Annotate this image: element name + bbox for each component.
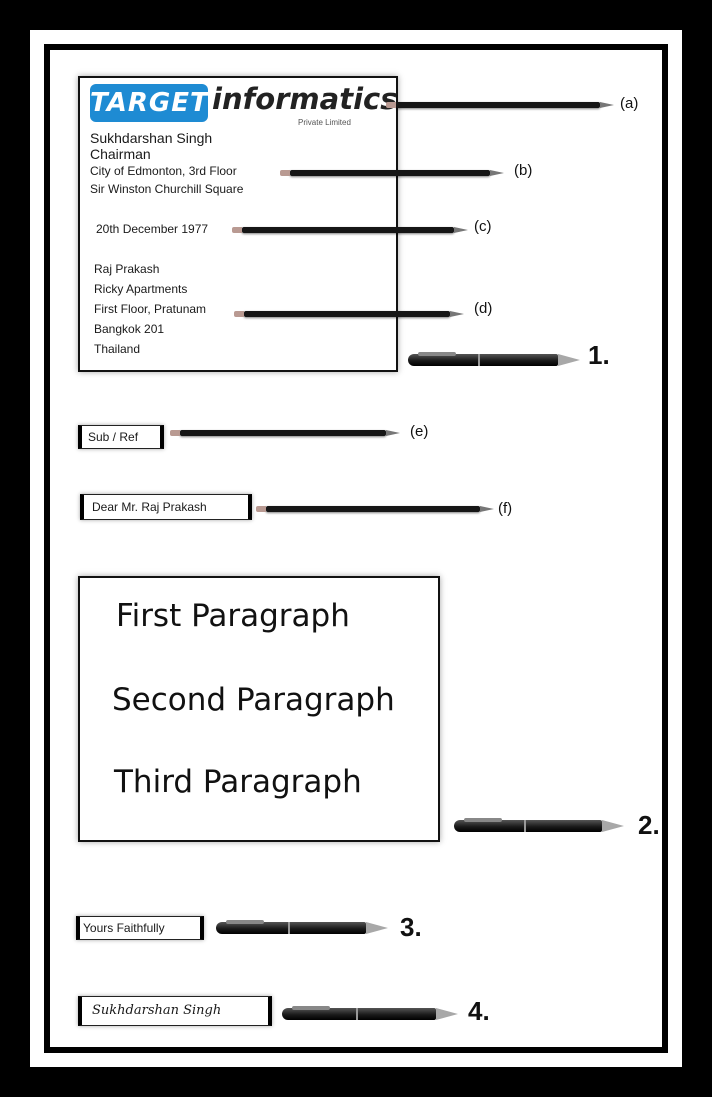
recipient-line1: Ricky Apartments bbox=[94, 282, 187, 296]
recipient-line4: Thailand bbox=[94, 342, 140, 356]
step-2: 2. bbox=[638, 810, 660, 841]
sender-address-line2: Sir Winston Churchill Square bbox=[90, 182, 243, 196]
label-c: (c) bbox=[474, 218, 492, 235]
pencil-icon bbox=[244, 311, 450, 317]
recipient-line2: First Floor, Pratunam bbox=[94, 302, 206, 316]
logo-brand: TARGET bbox=[90, 84, 208, 122]
recipient-name: Raj Prakash bbox=[94, 262, 159, 276]
company-logo: TARGET informatics Private Limited bbox=[90, 84, 386, 130]
label-d: (d) bbox=[474, 300, 492, 317]
logo-name: informatics bbox=[212, 82, 397, 116]
pen-icon bbox=[454, 818, 624, 834]
label-b: (b) bbox=[514, 162, 532, 179]
recipient-line3: Bangkok 201 bbox=[94, 322, 164, 336]
label-e: (e) bbox=[410, 423, 428, 440]
pencil-icon bbox=[290, 170, 490, 176]
label-a: (a) bbox=[620, 95, 638, 112]
subject-box: Sub / Ref bbox=[78, 425, 164, 449]
sender-title: Chairman bbox=[90, 146, 151, 162]
paragraph-3: Third Paragraph bbox=[114, 764, 362, 800]
step-1: 1. bbox=[588, 340, 610, 371]
subject-text: Sub / Ref bbox=[88, 430, 138, 444]
salutation-box: Dear Mr. Raj Prakash bbox=[80, 494, 252, 520]
logo-tagline: Private Limited bbox=[298, 118, 351, 127]
signature-text: Sukhdarshan Singh bbox=[92, 1003, 221, 1018]
closing-text: Yours Faithfully bbox=[83, 921, 165, 935]
closing-box: Yours Faithfully bbox=[76, 916, 204, 940]
salutation-text: Dear Mr. Raj Prakash bbox=[92, 500, 207, 514]
paragraph-2: Second Paragraph bbox=[112, 682, 395, 718]
pen-icon bbox=[216, 920, 388, 936]
paragraph-1: First Paragraph bbox=[116, 598, 350, 634]
step-3: 3. bbox=[400, 912, 422, 943]
pencil-icon bbox=[396, 102, 600, 108]
label-f: (f) bbox=[498, 500, 512, 517]
step-4: 4. bbox=[468, 996, 490, 1027]
sender-address-line1: City of Edmonton, 3rd Floor bbox=[90, 164, 237, 178]
pencil-icon bbox=[180, 430, 386, 436]
pencil-icon bbox=[242, 227, 454, 233]
sender-name: Sukhdarshan Singh bbox=[90, 130, 212, 146]
pen-icon bbox=[282, 1006, 458, 1022]
signature-box: Sukhdarshan Singh bbox=[78, 996, 272, 1026]
pen-icon bbox=[408, 352, 580, 368]
letter-date: 20th December 1977 bbox=[96, 222, 208, 236]
pencil-icon bbox=[266, 506, 480, 512]
